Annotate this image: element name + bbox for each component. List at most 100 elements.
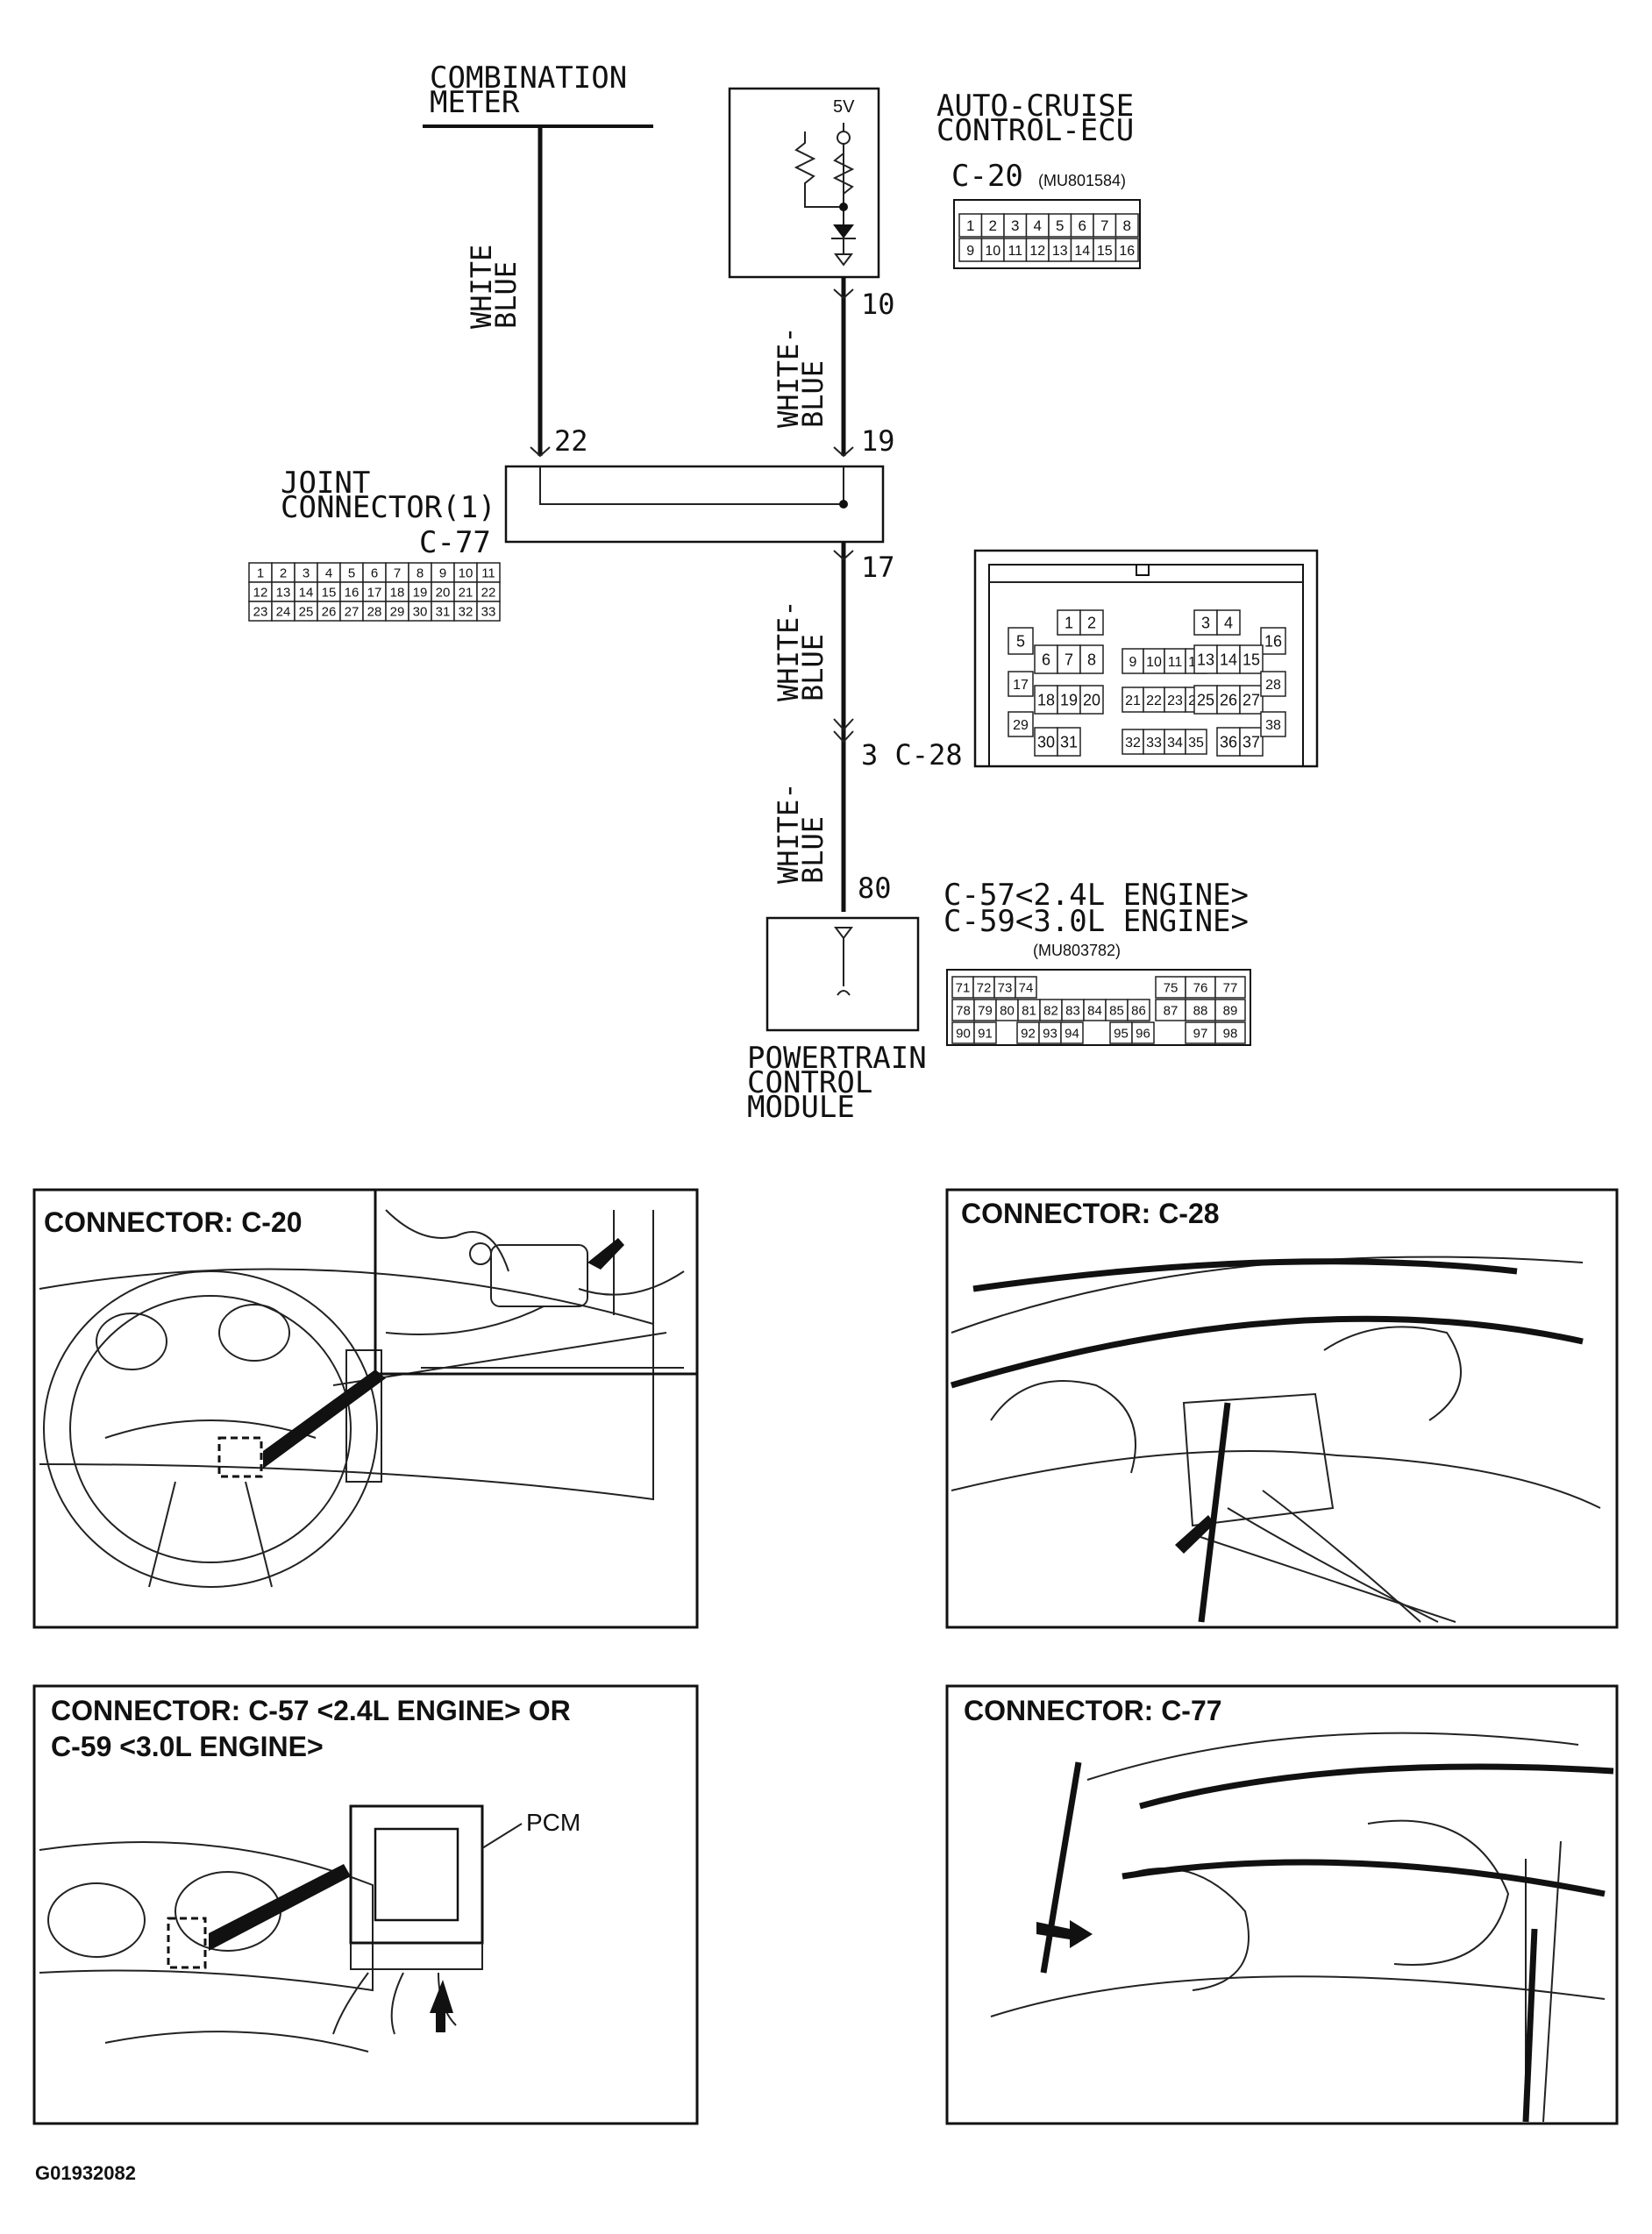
ecu-pin-2: 2 xyxy=(989,217,997,234)
pcm-pin-87: 87 xyxy=(1164,1003,1178,1018)
joint-pin-27: 27 xyxy=(345,604,360,619)
c28-connector-face: 1234516678910111213141517181920212223242… xyxy=(973,549,1319,768)
pcm-pin-71: 71 xyxy=(956,980,971,995)
c28-pin-8: 8 xyxy=(1087,651,1096,668)
c28-pin-3: 3 xyxy=(1201,614,1210,631)
c77-pointer-arrow xyxy=(1036,1920,1093,1948)
joint-pin-11: 11 xyxy=(481,566,495,580)
pcm-pin-84-cell xyxy=(1083,999,1107,1021)
pcm-pin-75: 75 xyxy=(1164,980,1178,995)
pcm-pin-75-cell xyxy=(1155,976,1186,999)
pcm-pin-91: 91 xyxy=(978,1026,993,1041)
pcm-pointer-arrow xyxy=(430,1980,453,2032)
pcm-connector-c57: C-57<2.4L ENGINE> xyxy=(943,878,1249,913)
pcm-pin-72: 72 xyxy=(977,980,992,995)
ecu-pin-15: 15 xyxy=(1097,244,1113,259)
pcm-pin-77-cell xyxy=(1214,976,1246,999)
c28-pin-35: 35 xyxy=(1188,736,1204,751)
ecu-pin-10: 10 xyxy=(985,244,1000,259)
pcm-pin-83: 83 xyxy=(1065,1003,1080,1018)
pcm-pin-85-cell xyxy=(1105,999,1129,1021)
wire-label-joint: WHITE- BLUE xyxy=(772,600,830,701)
c28-pin-5: 5 xyxy=(1016,632,1025,650)
pcm-pin-79-cell xyxy=(973,999,997,1021)
c28-pin-11-cell xyxy=(1164,648,1186,674)
ecu-pin-5-cell xyxy=(1048,213,1072,238)
c28-pin-32-cell xyxy=(1122,729,1144,755)
c28-pin-29: 29 xyxy=(1013,718,1029,733)
c28-pin-35-cell xyxy=(1185,729,1207,755)
joint-pin-6: 6 xyxy=(371,566,378,580)
joint-pin-9: 9 xyxy=(439,566,446,580)
c28-pin-6: 6 xyxy=(1042,651,1050,668)
inline-connector-c28-bottom xyxy=(833,730,854,743)
joint-pin-10: 10 xyxy=(459,566,474,580)
pcm-pin-94-cell xyxy=(1060,1021,1084,1044)
pcm-pin-73: 73 xyxy=(998,980,1013,995)
ecu-pin-3: 3 xyxy=(1011,217,1019,234)
ecu-pin-7: 7 xyxy=(1100,217,1108,234)
ecu-label-1: AUTO-CRUISE xyxy=(936,89,1134,124)
joint-pin-2: 2 xyxy=(280,566,287,580)
joint-pin-14: 14 xyxy=(299,585,314,600)
ecu-pin-9-cell xyxy=(958,238,983,262)
joint-pin-19: 19 xyxy=(413,585,428,600)
c28-pin-9-cell xyxy=(1122,648,1144,674)
ecu-pin-14: 14 xyxy=(1074,244,1090,259)
c28-pin-17-cell xyxy=(1008,671,1034,697)
pcm-pin-78: 78 xyxy=(956,1003,971,1018)
joint-pin-32: 32 xyxy=(459,604,474,619)
c28-pin-10: 10 xyxy=(1146,655,1162,670)
zoom-callout-wedge xyxy=(263,1370,386,1469)
c28-pin-21: 21 xyxy=(1125,694,1141,708)
pcm-pin-84: 84 xyxy=(1087,1003,1102,1018)
pcm-pin-92: 92 xyxy=(1021,1026,1036,1041)
ecu-connector-face xyxy=(953,199,1141,269)
c28-pin-8-cell xyxy=(1079,644,1104,674)
pcm-label-2: CONTROL xyxy=(747,1065,872,1100)
ecu-pin-3-cell xyxy=(1003,213,1028,238)
pcm-pin-97-cell xyxy=(1185,1021,1216,1044)
joint-pin-33: 33 xyxy=(481,604,496,619)
c28-pin-20: 20 xyxy=(1083,691,1100,708)
joint-pin-24: 24 xyxy=(276,604,291,619)
ecu-pin-6-cell xyxy=(1070,213,1094,238)
c28-pin-22: 22 xyxy=(1146,694,1162,708)
pcm-pin-76: 76 xyxy=(1193,980,1208,995)
ecu-pin-8-cell xyxy=(1114,213,1139,238)
main-harness-c28 xyxy=(950,1258,1584,1623)
pin-label-10: 10 xyxy=(861,288,895,321)
wire-color-white-dash-2: WHITE- xyxy=(772,600,805,701)
c28-pin-11: 11 xyxy=(1168,655,1183,670)
pcm-pin-78-cell xyxy=(951,999,975,1021)
c28-pin-28-cell xyxy=(1260,671,1286,697)
auto-cruise-ecu: 5V AUTO-CRUISE CONTROL-ECU C-20 (MU80158… xyxy=(728,87,1141,279)
c28-pin-30-cell xyxy=(1034,727,1058,757)
powertrain-control-module: C-57<2.4L ENGINE> C-59<3.0L ENGINE> (MU8… xyxy=(747,878,1251,1125)
c28-pin-13: 13 xyxy=(1197,651,1214,668)
pin-arrow-10 xyxy=(833,288,854,300)
pcm-pin-86-cell xyxy=(1127,999,1150,1021)
ecu-pin-4: 4 xyxy=(1034,217,1042,234)
pin-arrow-22 xyxy=(530,446,551,458)
c28-pin-31: 31 xyxy=(1060,733,1078,751)
pcm-pin-96-cell xyxy=(1131,1021,1155,1044)
ecu-pin-11: 11 xyxy=(1008,244,1022,259)
pcm-pin-88-cell xyxy=(1185,999,1216,1021)
pcm-connector-c59: C-59<3.0L ENGINE> xyxy=(943,904,1249,939)
c28-pin-26: 26 xyxy=(1220,691,1237,708)
pcm-location-marker xyxy=(167,1917,207,1969)
inline-connector-c28-top xyxy=(833,718,854,731)
pin-label-19: 19 xyxy=(861,424,895,458)
dash-harness-illustration-c77 xyxy=(990,1732,1606,2123)
joint-pin-8: 8 xyxy=(417,566,424,580)
joint-pin-13: 13 xyxy=(276,585,291,600)
joint-pin-7: 7 xyxy=(394,566,401,580)
wire-label-meter: WHITE BLUE xyxy=(465,245,523,329)
joint-pin-4: 4 xyxy=(325,566,332,580)
pcm-pin-95: 95 xyxy=(1114,1026,1129,1041)
c28-pin-19: 19 xyxy=(1060,691,1078,708)
